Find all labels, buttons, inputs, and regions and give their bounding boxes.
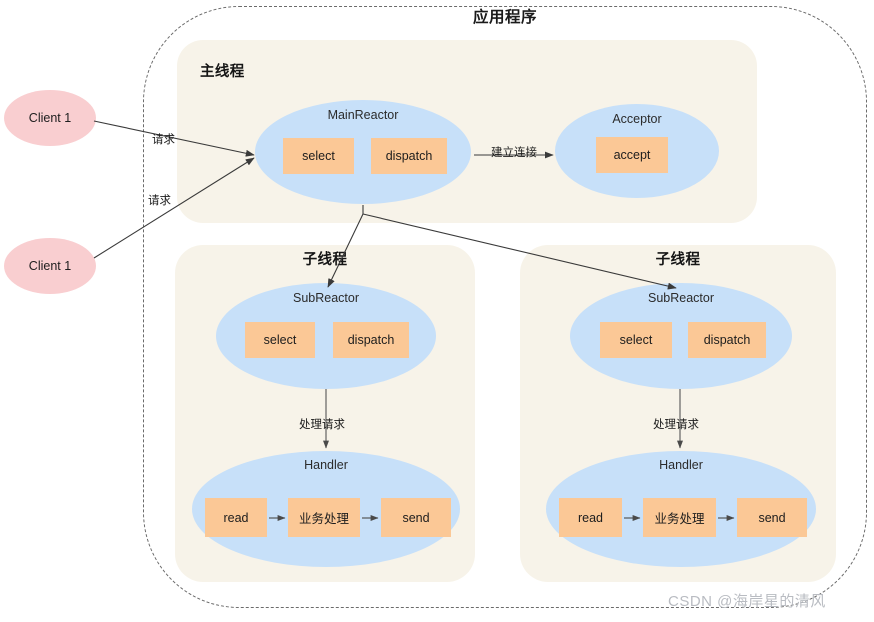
handler-right-label: Handler [659, 458, 703, 472]
edge-label-handle-request-left: 处理请求 [299, 419, 345, 431]
sub-reactor-right-op-dispatch[interactable]: dispatch [688, 322, 766, 358]
edge-label-request-1: 请求 [152, 134, 175, 146]
acceptor-op-accept[interactable]: accept [596, 137, 668, 173]
client-node-1[interactable]: Client 1 [4, 90, 96, 146]
main-reactor-op-select[interactable]: select [283, 138, 354, 174]
sub-reactor-right-op-select[interactable]: select [600, 322, 672, 358]
handler-left-op-business[interactable]: 业务处理 [288, 498, 360, 537]
handler-right-op-read[interactable]: read [559, 498, 622, 537]
handler-right-op-send[interactable]: send [737, 498, 807, 537]
sub-reactor-left-label: SubReactor [292, 291, 359, 305]
handler-left-op-read[interactable]: read [205, 498, 267, 537]
client-node-2[interactable]: Client 1 [4, 238, 96, 294]
acceptor-label: Acceptor [612, 112, 662, 126]
handler-left-label: Handler [304, 458, 348, 472]
edge-label-handle-request-right: 处理请求 [653, 419, 699, 431]
panel-title-sub-thread-right: 子线程 [655, 252, 701, 268]
edge-label-request-2: 请求 [148, 195, 171, 207]
sub-reactor-left-op-select[interactable]: select [245, 322, 315, 358]
main-reactor-op-dispatch[interactable]: dispatch [371, 138, 447, 174]
application-title: 应用程序 [472, 9, 537, 26]
panel-title-main-thread: 主线程 [200, 64, 245, 80]
handler-left-op-send[interactable]: send [381, 498, 451, 537]
panel-title-sub-thread-left: 子线程 [302, 252, 348, 268]
main-reactor-label: MainReactor [327, 108, 399, 122]
edge-label-establish-connection: 建立连接 [491, 147, 537, 159]
application-boundary [143, 6, 867, 608]
sub-reactor-left-op-dispatch[interactable]: dispatch [333, 322, 409, 358]
sub-reactor-right-label: SubReactor [647, 291, 714, 305]
handler-right-op-business[interactable]: 业务处理 [643, 498, 716, 537]
watermark: CSDN @海岸星的清风 [668, 593, 826, 610]
